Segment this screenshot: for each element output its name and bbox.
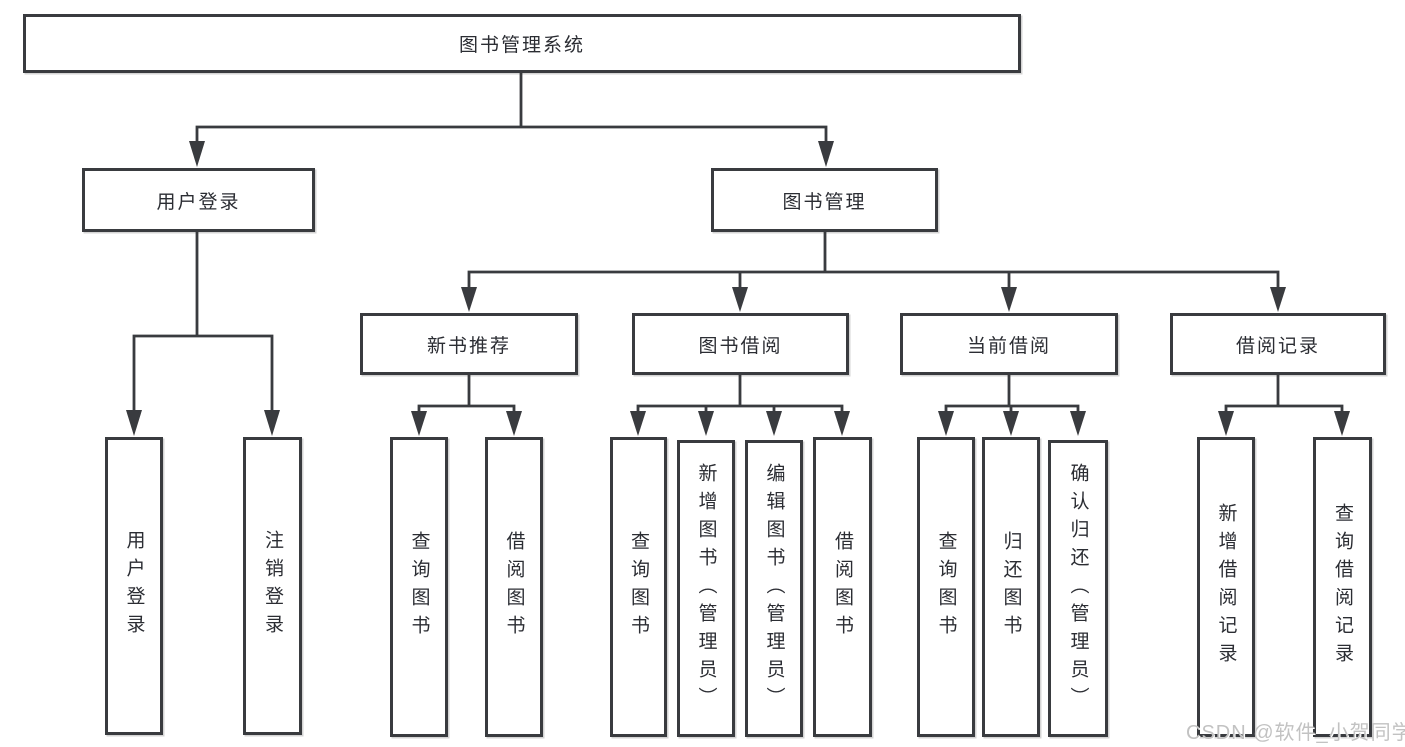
connector-newbook-children [411,375,522,436]
node-root: 图书管理系统 [23,14,1021,73]
leaf-current-return-books: 归还图书 [982,437,1040,737]
leaf-borrow-query-books: 查询图书 [610,437,667,737]
node-module-current-borrow: 当前借阅 [900,313,1118,375]
leaf-records-query-record: 查询借阅记录 [1313,437,1372,737]
leaf-current-confirm-return-admin: 确认归还（管理员） [1048,440,1108,737]
watermark: CSDN @软件_小贺同学 [1186,722,1405,744]
leaf-borrow-borrow-books: 借阅图书 [813,437,872,737]
connector-bookborrow-children [630,375,850,436]
connector-user-login-children [126,232,280,436]
leaf-logout: 注销登录 [243,437,302,735]
leaf-newbook-query-books: 查询图书 [390,437,448,737]
leaf-borrow-edit-books-admin: 编辑图书（管理员） [745,440,803,737]
node-user-login: 用户登录 [82,168,315,232]
connector-records-children [1218,375,1350,436]
node-module-borrow-records: 借阅记录 [1170,313,1386,375]
node-module-new-book-recommend: 新书推荐 [360,313,578,375]
leaf-user-login: 用户登录 [105,437,163,735]
leaf-records-add-record: 新增借阅记录 [1197,437,1255,737]
node-module-book-borrow: 图书借阅 [632,313,849,375]
leaf-newbook-borrow-books: 借阅图书 [485,437,543,737]
leaf-borrow-add-books-admin: 新增图书（管理员） [677,440,735,737]
connector-book-mgmt-to-modules [461,232,1286,312]
node-book-management: 图书管理 [711,168,938,232]
connector-root-to-level2 [189,71,834,167]
leaf-current-query-books: 查询图书 [917,437,975,737]
connector-currentborrow-children [938,375,1086,436]
